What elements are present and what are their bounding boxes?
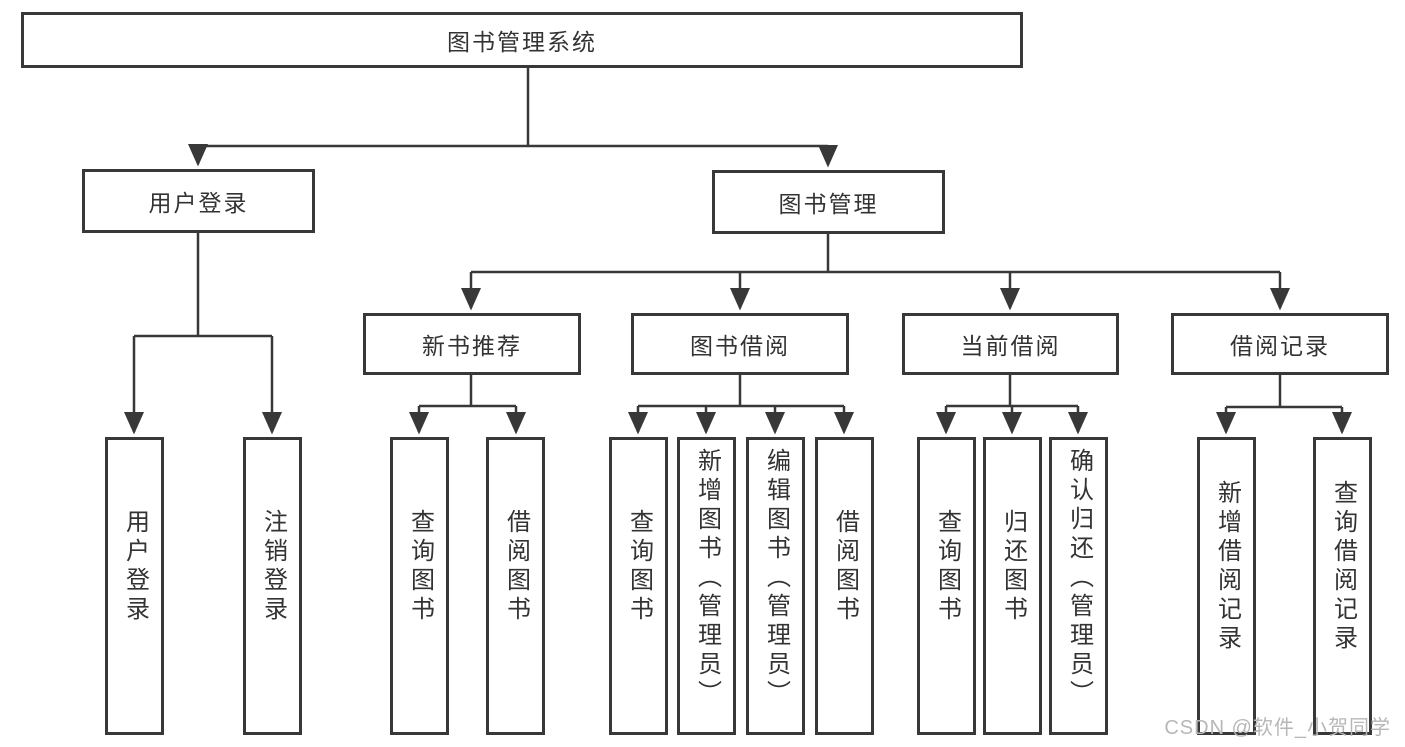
leaf-borrow-book-1-label: 借阅图书	[502, 509, 530, 625]
leaf-add-book-admin-label: 新增图书（管理员）	[693, 448, 721, 709]
leaf-add-borrow-record-label: 新增借阅记录	[1213, 480, 1241, 654]
leaf-logout: 注销登录	[243, 437, 302, 735]
node-root: 图书管理系统	[21, 12, 1023, 68]
node-user-login: 用户登录	[82, 169, 315, 233]
leaf-borrow-book-2: 借阅图书	[815, 437, 874, 735]
leaf-query-book-2: 查询图书	[609, 437, 668, 735]
leaf-edit-book-admin-label: 编辑图书（管理员）	[762, 448, 790, 709]
node-new-book-recommend: 新书推荐	[363, 313, 581, 375]
leaf-confirm-return-admin: 确认归还（管理员）	[1049, 437, 1108, 735]
leaf-confirm-return-admin-label: 确认归还（管理员）	[1065, 448, 1093, 709]
leaf-user-login: 用户登录	[105, 437, 164, 735]
node-user-login-label: 用户登录	[148, 190, 249, 216]
leaf-add-book-admin: 新增图书（管理员）	[677, 437, 736, 735]
csdn-watermark: CSDN @软件_小贺同学	[1164, 717, 1391, 739]
node-root-label: 图书管理系统	[447, 29, 597, 55]
node-current-borrow: 当前借阅	[902, 313, 1119, 375]
leaf-return-book: 归还图书	[983, 437, 1042, 735]
leaf-query-book-3-label: 查询图书	[933, 509, 961, 625]
leaf-return-book-label: 归还图书	[999, 509, 1027, 625]
node-new-book-recommend-label: 新书推荐	[422, 333, 522, 359]
node-book-management: 图书管理	[712, 170, 945, 234]
leaf-query-borrow-record: 查询借阅记录	[1313, 437, 1372, 735]
node-borrow-records: 借阅记录	[1171, 313, 1389, 375]
leaf-borrow-book-1: 借阅图书	[486, 437, 545, 735]
node-current-borrow-label: 当前借阅	[960, 333, 1061, 359]
leaf-query-book-3: 查询图书	[917, 437, 976, 735]
leaf-query-book-2-label: 查询图书	[625, 509, 653, 625]
leaf-add-borrow-record: 新增借阅记录	[1197, 437, 1256, 735]
node-book-borrow-label: 图书借阅	[690, 333, 790, 359]
leaf-logout-label: 注销登录	[259, 509, 287, 625]
leaf-user-login-label: 用户登录	[121, 509, 149, 625]
node-book-borrow: 图书借阅	[631, 313, 849, 375]
leaf-borrow-book-2-label: 借阅图书	[831, 509, 859, 625]
leaf-query-book-1: 查询图书	[390, 437, 449, 735]
leaf-edit-book-admin: 编辑图书（管理员）	[746, 437, 805, 735]
leaf-query-borrow-record-label: 查询借阅记录	[1329, 480, 1357, 654]
node-borrow-records-label: 借阅记录	[1230, 333, 1330, 359]
leaf-query-book-1-label: 查询图书	[406, 509, 434, 625]
node-book-management-label: 图书管理	[778, 191, 879, 217]
